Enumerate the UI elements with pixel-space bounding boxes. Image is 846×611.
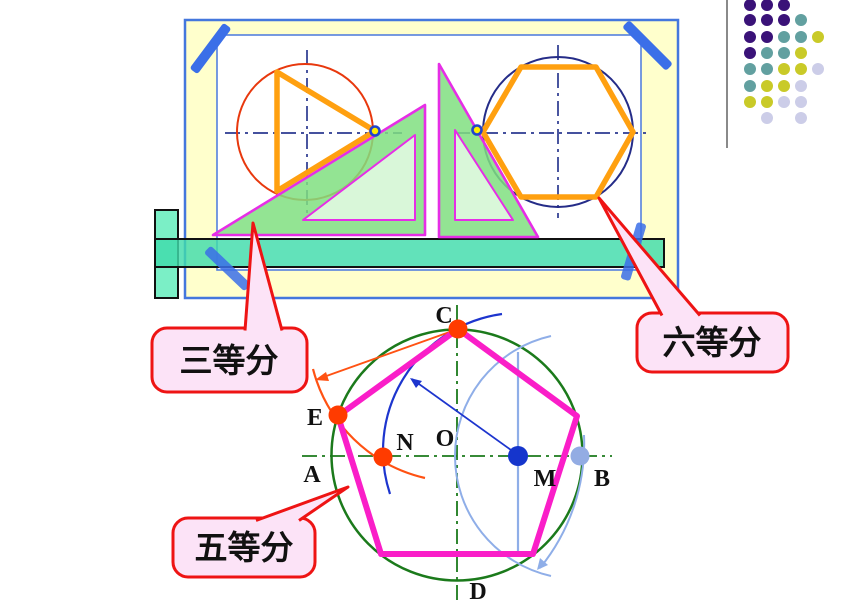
decor-dot — [795, 14, 807, 26]
label-A: A — [303, 462, 321, 488]
callout-five-label: 五等分 — [195, 530, 294, 567]
decor-dot — [744, 96, 756, 108]
decor-dot — [744, 63, 756, 75]
decor-dot — [778, 47, 790, 59]
tape-strip-bottom-left — [205, 246, 250, 291]
label-E: E — [307, 405, 323, 431]
decor-dot — [761, 47, 773, 59]
callout-three-tail — [243, 221, 284, 331]
decor-dot — [795, 31, 807, 43]
decor-dot — [744, 14, 756, 26]
point-M-dot — [508, 446, 528, 466]
inscribed-triangle — [274, 69, 378, 194]
decor-dot — [778, 96, 790, 108]
decor-dot — [761, 80, 773, 92]
set-square-large-hole — [302, 134, 416, 221]
decor-dot — [761, 31, 773, 43]
point-C-dot — [448, 319, 468, 339]
tangent-marker-right — [471, 124, 483, 136]
decor-dot — [778, 0, 790, 11]
set-square-large — [211, 103, 427, 237]
decor-dot — [795, 96, 807, 108]
point-B-dot — [570, 446, 590, 466]
label-C: C — [435, 303, 452, 329]
radius-line-M — [411, 378, 519, 456]
tape-strip-top-left — [190, 23, 231, 74]
decor-dot — [778, 31, 790, 43]
callout-five: 五等分 — [171, 485, 350, 579]
decor-dot — [744, 47, 756, 59]
callout-six-label: 六等分 — [663, 325, 762, 362]
callout-five-box — [171, 516, 317, 579]
callout-three-box — [150, 326, 309, 394]
pentagon — [335, 326, 580, 557]
label-D: D — [469, 579, 486, 605]
decor-dot — [744, 0, 756, 11]
callout-six-box — [635, 311, 790, 374]
decor-dot — [795, 80, 807, 92]
decor-dot — [761, 63, 773, 75]
decor-dot — [812, 31, 824, 43]
inscribed-hexagon — [480, 64, 636, 200]
label-M: M — [534, 466, 557, 492]
tangent-marker-left — [369, 125, 381, 137]
radius-line-C — [317, 328, 459, 380]
drawing-board-scene — [154, 18, 680, 300]
decor-dot — [761, 14, 773, 26]
arrowhead-lightblue-icon — [537, 558, 548, 570]
decor-dot — [812, 63, 824, 75]
dot-grid — [744, 0, 824, 124]
arrowhead-orange-icon — [315, 372, 329, 381]
arc-centered-C — [311, 368, 426, 480]
label-O: O — [436, 426, 455, 452]
tsquare-ruler — [154, 238, 665, 268]
callout-six: 六等分 — [597, 196, 790, 374]
decor-dot — [778, 63, 790, 75]
set-square-small — [437, 62, 540, 239]
set-square-small-hole — [454, 129, 514, 221]
callout-six-tail — [597, 196, 702, 317]
callout-three: 三等分 — [150, 221, 309, 394]
decor-dot — [744, 31, 756, 43]
decor-dot — [795, 47, 807, 59]
point-N-dot — [373, 447, 393, 467]
label-N: N — [396, 430, 414, 456]
decor-dot — [761, 112, 773, 124]
pentagon-construction: C E N O A M B D — [302, 303, 612, 605]
label-B: B — [594, 466, 610, 492]
callout-three-label: 三等分 — [180, 343, 279, 380]
tape-strip-top-right — [623, 21, 672, 70]
arrowhead-blue-icon — [410, 378, 422, 388]
decor-dot — [795, 63, 807, 75]
point-E-dot — [328, 405, 348, 425]
decor-dot — [795, 112, 807, 124]
decor-dot — [778, 14, 790, 26]
decor-dot — [761, 0, 773, 11]
decor-dot — [778, 80, 790, 92]
decor-dot — [744, 80, 756, 92]
callout-five-tail — [255, 485, 350, 522]
decor-dot — [761, 96, 773, 108]
